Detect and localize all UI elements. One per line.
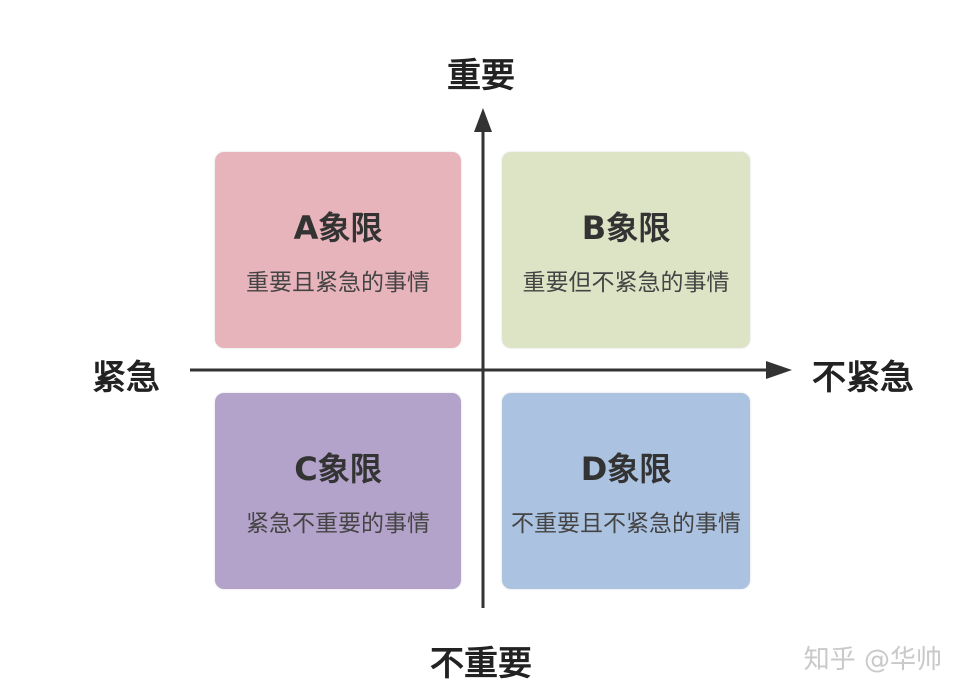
quadrant-desc: 重要但不紧急的事情: [522, 270, 730, 296]
quadrant-c: C象限 紧急不重要的事情: [215, 393, 461, 589]
quadrant-desc: 紧急不重要的事情: [246, 511, 430, 537]
quadrant-title: A象限: [293, 209, 383, 247]
arrow-right-icon: [766, 361, 792, 379]
arrow-up-icon: [474, 108, 492, 132]
quadrant-desc: 不重要且不紧急的事情: [511, 511, 741, 537]
axis-label-important: 重要: [447, 56, 515, 96]
quadrant-title: D象限: [580, 450, 672, 488]
quadrant-d: D象限 不重要且不紧急的事情: [502, 393, 750, 589]
axis-label-not-urgent: 不紧急: [812, 358, 914, 398]
quadrant-title: C象限: [294, 450, 382, 488]
quadrant-title: B象限: [581, 209, 671, 247]
axis-label-urgent: 紧急: [92, 358, 160, 398]
axis-label-not-important: 不重要: [430, 644, 532, 684]
quadrant-a: A象限 重要且紧急的事情: [215, 152, 461, 348]
quadrant-desc: 重要且紧急的事情: [246, 270, 430, 296]
quadrant-b: B象限 重要但不紧急的事情: [502, 152, 750, 348]
watermark: 知乎 @华帅: [803, 645, 942, 675]
